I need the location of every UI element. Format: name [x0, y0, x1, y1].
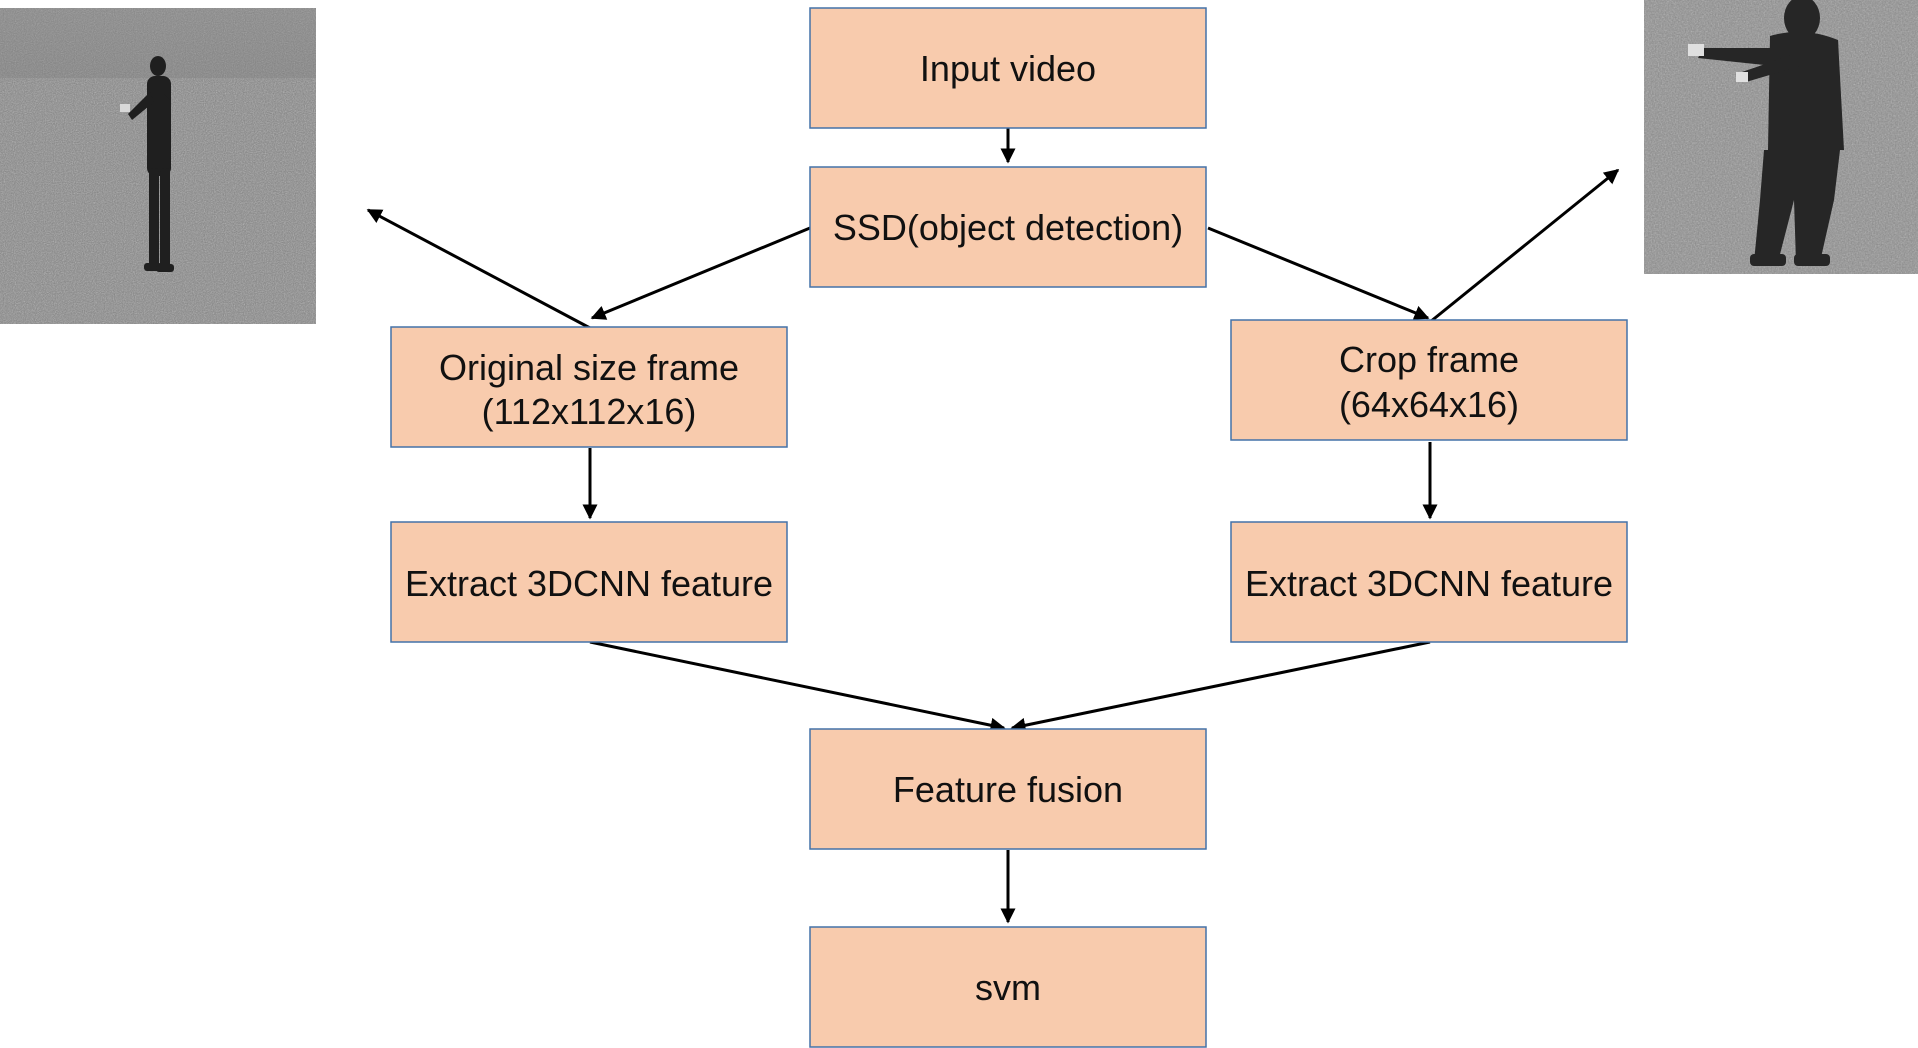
person-full-frame-image: [0, 8, 316, 324]
node-svm-label: svm: [975, 967, 1041, 1008]
node-ssd-label: SSD(object detection): [833, 207, 1183, 248]
photo-cropped-frame: [1644, 0, 1918, 274]
edge-original-frame-to-photo: [366, 208, 591, 330]
node-feature-fusion: Feature fusion: [809, 728, 1207, 850]
node-crop-frame-label-line1: Crop frame: [1339, 339, 1519, 380]
edges: [366, 128, 1620, 924]
node-crop-frame-label-line2: (64x64x16): [1339, 384, 1519, 425]
node-extract-left: Extract 3DCNN feature: [390, 521, 788, 643]
node-extract-right-label: Extract 3DCNN feature: [1245, 563, 1613, 604]
node-extract-left-label: Extract 3DCNN feature: [405, 563, 773, 604]
person-cropped-frame-image: [1644, 0, 1918, 274]
node-crop-frame: Crop frame (64x64x16): [1230, 319, 1628, 441]
node-extract-right: Extract 3DCNN feature: [1230, 521, 1628, 643]
node-feature-fusion-label: Feature fusion: [893, 769, 1123, 810]
edge-extract-right-to-fusion: [1010, 640, 1431, 733]
node-original-frame-label-line2: (112x112x16): [482, 391, 697, 432]
node-ssd: SSD(object detection): [809, 166, 1207, 288]
node-svm: svm: [809, 926, 1207, 1048]
node-original-frame: Original size frame (112x112x16): [390, 326, 788, 448]
edge-crop-frame-to-photo: [1429, 168, 1620, 324]
node-input-video: Input video: [809, 7, 1207, 129]
edge-extract-left-to-fusion: [589, 640, 1006, 733]
photo-full-frame: [0, 8, 316, 324]
node-input-video-label: Input video: [920, 48, 1096, 89]
edge-ssd-to-crop-frame: [1207, 226, 1430, 320]
edge-ssd-to-original-frame: [590, 226, 811, 320]
node-original-frame-label-line1: Original size frame: [439, 347, 739, 388]
